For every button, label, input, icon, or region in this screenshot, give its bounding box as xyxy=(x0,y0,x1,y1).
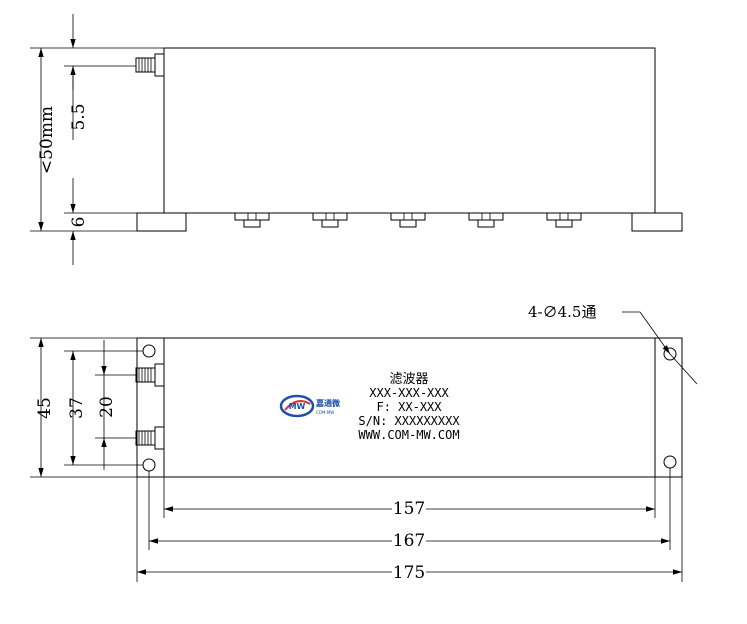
label-product-name: 滤波器 xyxy=(389,372,428,387)
top-extension-lines xyxy=(30,337,143,478)
side-sma-connector xyxy=(135,53,165,77)
dim-overall-length: 175 xyxy=(393,563,425,583)
bottom-connector-5 xyxy=(546,212,582,228)
leader-mounting-holes xyxy=(639,311,671,355)
mount-hole-tl xyxy=(142,344,156,358)
brand-logo: MW 嘉通微 COM-MW xyxy=(279,394,340,418)
dim-connector-offset: 5.5 xyxy=(69,103,89,130)
logo-mark: MW xyxy=(289,402,306,411)
dim-height-max: <50mm xyxy=(37,106,57,174)
bottom-connector-1 xyxy=(234,212,270,228)
bottom-connector-4 xyxy=(468,212,504,228)
dim-width: 45 xyxy=(35,397,55,419)
mount-hole-br xyxy=(663,455,677,469)
top-sma-connector-2 xyxy=(135,426,165,450)
top-sma-connector-1 xyxy=(135,363,165,387)
mount-hole-tr xyxy=(663,347,677,361)
logo-name: 嘉通微 xyxy=(315,398,340,408)
bottom-connector-2 xyxy=(312,212,348,228)
dim-hole-spacing-157: 157 xyxy=(393,499,425,519)
bottom-connector-3 xyxy=(390,212,426,228)
dim-port-span-20: 20 xyxy=(97,396,117,418)
note-mounting-holes: 4-∅4.5通 xyxy=(528,303,596,321)
dim-base-height: 6 xyxy=(69,217,89,228)
side-extension-lines xyxy=(30,47,164,232)
top-view: 45 37 20 157 167 175 4 xyxy=(30,303,698,583)
dim-port-span-37: 37 xyxy=(67,397,87,419)
side-view: <50mm 5.5 6 xyxy=(30,14,683,265)
label-model: XXX-XXX-XXX xyxy=(369,386,449,400)
side-base-outline xyxy=(136,212,683,232)
mount-hole-bl xyxy=(142,458,156,472)
top-body-outline xyxy=(163,337,656,478)
label-frequency: F: XX-XXX xyxy=(376,400,442,414)
side-body-outline xyxy=(163,47,656,214)
label-serial: S/N: XXXXXXXXX xyxy=(358,414,460,428)
label-website: WWW.COM-MW.COM xyxy=(358,428,459,442)
logo-subtitle: COM-MW xyxy=(316,410,334,415)
dim-hole-spacing-167: 167 xyxy=(393,531,425,551)
